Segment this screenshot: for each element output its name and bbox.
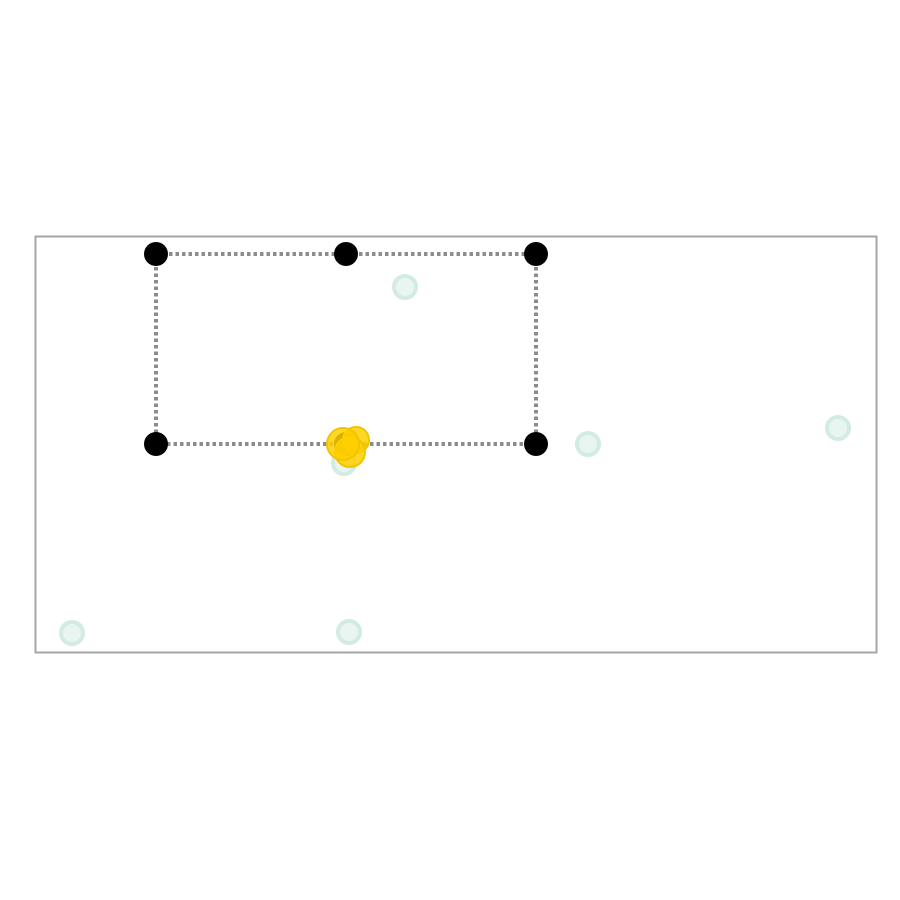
ghost-marker [392, 274, 418, 300]
highlight-cluster-layer [326, 426, 370, 468]
ghost-marker [825, 415, 851, 441]
edges-layer [154, 252, 538, 446]
ghost-marker [59, 620, 85, 646]
ghost-markers-layer [59, 274, 851, 646]
node-n4 [524, 432, 548, 456]
ghost-marker [575, 431, 601, 457]
node-n3 [524, 242, 548, 266]
node-n6 [144, 432, 168, 456]
diagram-frame [34, 235, 878, 654]
ghost-marker [336, 619, 362, 645]
node-n1 [144, 242, 168, 266]
node-n2 [334, 242, 358, 266]
highlight-marker [326, 427, 360, 461]
nodes-layer [144, 242, 548, 456]
